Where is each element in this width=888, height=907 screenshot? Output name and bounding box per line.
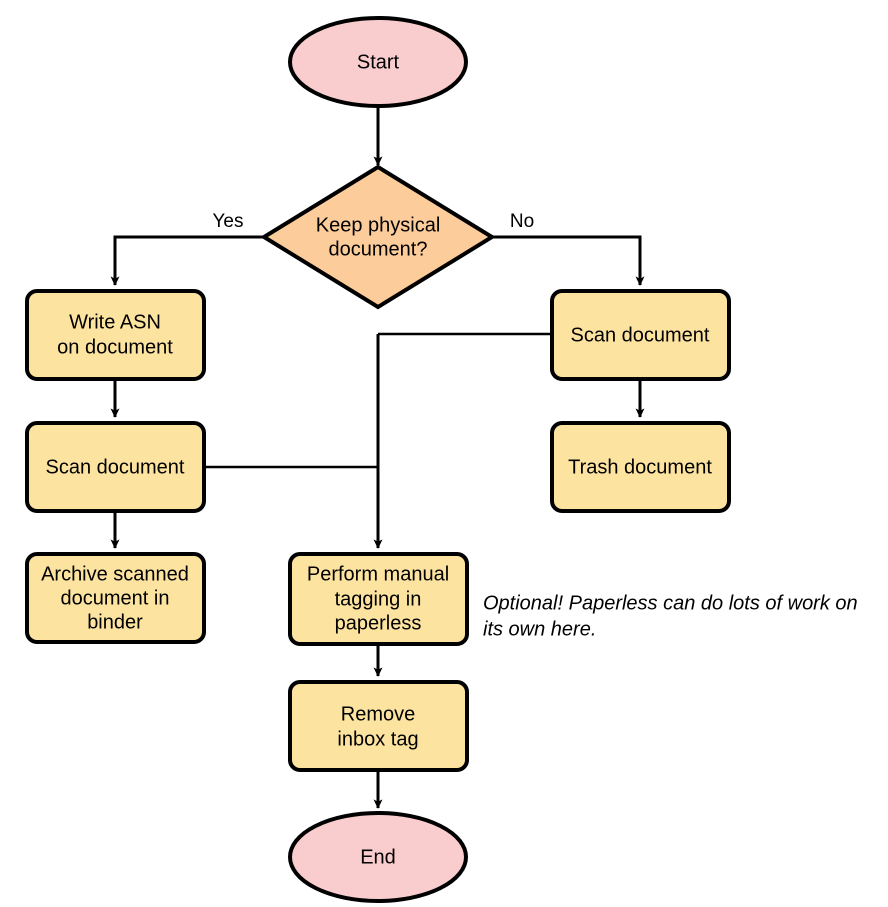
end-label: End (360, 846, 396, 868)
node-remove-inbox-tag[interactable]: Remove inbox tag (288, 680, 469, 772)
tagging-label-line2: tagging in (335, 588, 422, 610)
start-label: Start (357, 51, 400, 73)
node-end[interactable]: End (288, 811, 468, 903)
scan-right-label: Scan document (571, 324, 710, 346)
decision-label-line2: document? (329, 238, 428, 260)
trash-label: Trash document (568, 456, 712, 478)
trash-box (550, 421, 731, 513)
edge-label-no: No (510, 211, 534, 232)
scan-left-label: Scan document (46, 456, 185, 478)
scan-right-box (550, 289, 731, 381)
tagging-label-line1: Perform manual (307, 563, 449, 585)
node-scan-document-right[interactable]: Scan document (550, 289, 731, 381)
archive-label-line2: document in (61, 587, 170, 609)
edge-label-yes: Yes (213, 211, 244, 232)
node-write-asn-on-document[interactable]: Write ASN on document (25, 289, 206, 381)
node-start[interactable]: Start (288, 16, 468, 108)
annotation-optional-note: Optional! Paperless can do lots of work … (483, 592, 858, 640)
write-asn-box (25, 289, 206, 381)
remove-inbox-label-line1: Remove (341, 703, 415, 725)
edge-decision-to-write-asn (110, 235, 263, 286)
node-trash-document[interactable]: Trash document (550, 421, 731, 513)
tagging-label-line3: paperless (335, 612, 422, 634)
end-ellipse (288, 811, 468, 903)
remove-inbox-label-line2: inbox tag (337, 728, 418, 750)
remove-inbox-box (288, 680, 469, 772)
write-asn-label-line2: on document (57, 336, 173, 358)
optional-note-line2: its own here. (483, 618, 596, 640)
start-ellipse (288, 16, 468, 108)
archive-box (25, 552, 206, 644)
scan-left-box (25, 421, 206, 513)
node-decision-keep-physical-document[interactable]: Keep physical document? (260, 164, 496, 310)
node-archive-scanned-document[interactable]: Archive scanned document in binder (25, 552, 206, 644)
optional-note-line1: Optional! Paperless can do lots of work … (483, 592, 858, 614)
decision-label-line1: Keep physical (316, 214, 441, 236)
tagging-box (288, 552, 469, 646)
node-scan-document-left[interactable]: Scan document (25, 421, 206, 513)
node-perform-manual-tagging[interactable]: Perform manual tagging in paperless (288, 552, 469, 646)
decision-diamond (260, 164, 496, 310)
write-asn-label-line1: Write ASN (69, 311, 161, 333)
archive-label-line3: binder (87, 611, 143, 633)
edge-decision-to-scan-right (493, 235, 645, 286)
archive-label-line1: Archive scanned (41, 563, 189, 585)
